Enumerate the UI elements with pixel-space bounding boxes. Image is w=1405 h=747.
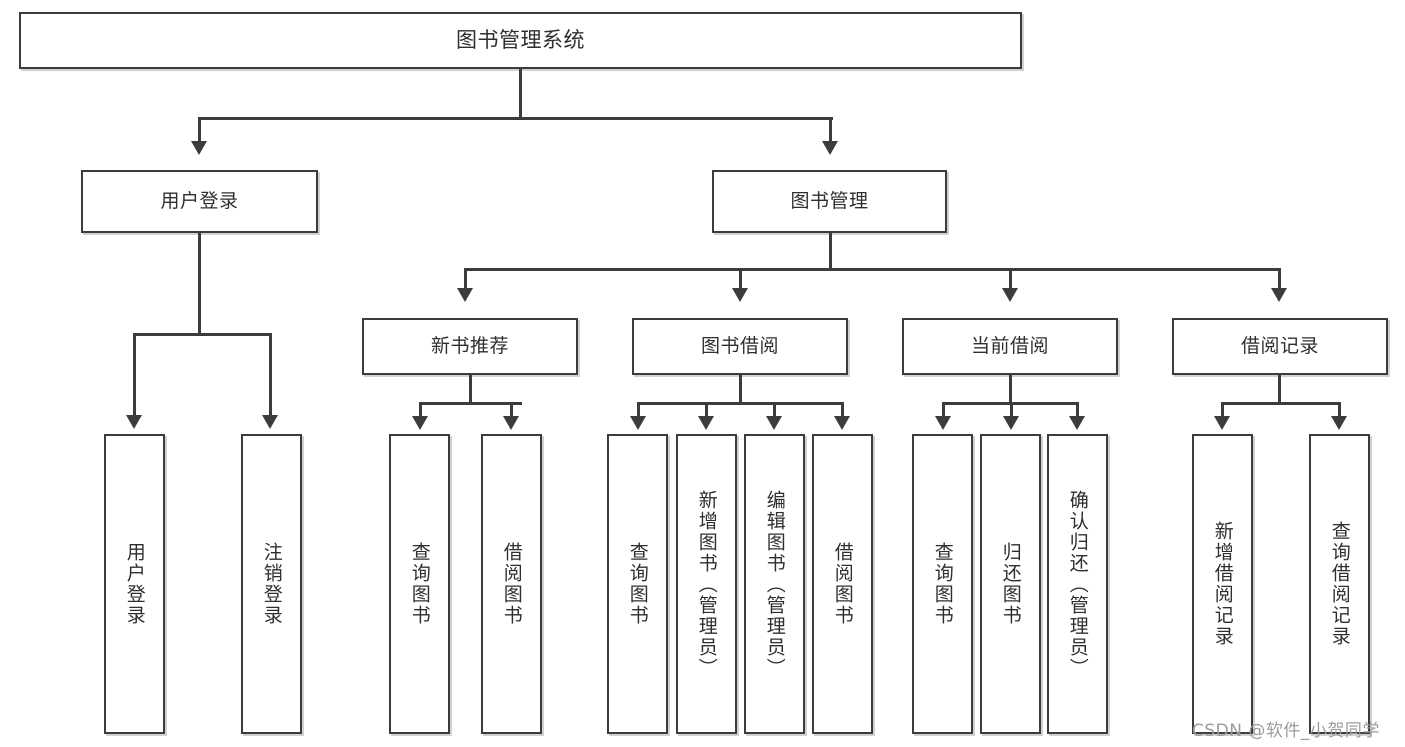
node-label: 借阅图书 <box>500 542 523 626</box>
node-label: 当前借阅 <box>970 334 1049 357</box>
node-label: 查询图书 <box>931 542 954 626</box>
arrow-to-new-book-recommend <box>457 288 473 302</box>
node-query-book-2[interactable]: 查询图书 <box>607 434 668 734</box>
node-label: 借阅记录 <box>1240 334 1319 357</box>
node-label: 确认归还（管理员） <box>1066 489 1089 679</box>
connector-br-drop-1 <box>1221 402 1224 418</box>
arrow-to-user-login-leaf <box>126 415 142 429</box>
connector-bb-stem <box>739 375 742 404</box>
connector-cb-drop-1 <box>942 402 945 418</box>
arrow-to-query-book-3 <box>935 416 951 430</box>
node-book-management[interactable]: 图书管理 <box>712 170 947 233</box>
node-logout-leaf[interactable]: 注销登录 <box>241 434 302 734</box>
connector-bm-drop-2 <box>739 268 742 290</box>
node-add-book[interactable]: 新增图书（管理员） <box>676 434 737 734</box>
node-edit-book[interactable]: 编辑图书（管理员） <box>744 434 805 734</box>
arrow-to-book-borrow <box>732 288 748 302</box>
arrow-to-confirm-return <box>1069 416 1085 430</box>
connector-user-login-bar <box>133 333 271 336</box>
connector-br-bar <box>1221 402 1340 405</box>
node-label: 图书借阅 <box>700 334 779 357</box>
arrow-to-return-book <box>1003 416 1019 430</box>
connector-bb-drop-3 <box>773 402 776 418</box>
arrow-to-query-book-1 <box>412 416 428 430</box>
node-label: 归还图书 <box>999 542 1022 626</box>
node-query-borrow-record[interactable]: 查询借阅记录 <box>1309 434 1370 734</box>
node-label: 查询借阅记录 <box>1328 521 1351 647</box>
connector-bb-drop-2 <box>705 402 708 418</box>
connector-cb-drop-3 <box>1076 402 1079 418</box>
arrow-to-current-borrow <box>1002 288 1018 302</box>
arrow-to-borrow-book-1 <box>503 416 519 430</box>
connector-bb-drop-4 <box>841 402 844 418</box>
connector-book-management-stem <box>829 233 832 270</box>
csdn-watermark: CSDN @软件_小贺同学 <box>1192 721 1380 741</box>
node-label: 图书管理系统 <box>456 28 585 53</box>
arrow-to-borrow-book-2 <box>834 416 850 430</box>
node-user-login-leaf[interactable]: 用户登录 <box>104 434 165 734</box>
node-label: 编辑图书（管理员） <box>763 489 786 679</box>
node-label: 用户登录 <box>123 542 146 626</box>
arrow-to-add-borrow-record <box>1214 416 1230 430</box>
connector-root-bar <box>199 117 833 120</box>
node-user-login[interactable]: 用户登录 <box>81 170 318 233</box>
node-confirm-return[interactable]: 确认归还（管理员） <box>1047 434 1108 734</box>
node-current-borrow[interactable]: 当前借阅 <box>902 318 1118 375</box>
arrow-to-add-book <box>698 416 714 430</box>
arrow-to-borrow-record <box>1271 288 1287 302</box>
node-query-book-1[interactable]: 查询图书 <box>389 434 450 734</box>
node-label: 注销登录 <box>260 542 283 626</box>
node-label: 新增图书（管理员） <box>695 489 718 679</box>
arrow-to-query-book-2 <box>630 416 646 430</box>
node-add-borrow-record[interactable]: 新增借阅记录 <box>1192 434 1253 734</box>
connector-nbr-stem <box>469 375 472 404</box>
connector-br-drop-2 <box>1338 402 1341 418</box>
connector-root-to-user-login <box>198 117 201 143</box>
arrow-to-edit-book <box>766 416 782 430</box>
node-return-book[interactable]: 归还图书 <box>980 434 1041 734</box>
connector-bm-drop-4 <box>1278 268 1281 290</box>
connector-user-login-drop-1 <box>133 333 136 417</box>
node-root-system[interactable]: 图书管理系统 <box>19 12 1022 69</box>
arrow-to-query-borrow-record <box>1331 416 1347 430</box>
connector-user-login-stem <box>198 233 201 335</box>
node-book-borrow[interactable]: 图书借阅 <box>632 318 848 375</box>
node-label: 图书管理 <box>790 189 869 212</box>
connector-bm-drop-1 <box>464 268 467 290</box>
connector-nbr-drop-1 <box>419 402 422 418</box>
connector-bb-bar <box>637 402 844 405</box>
connector-book-management-bar <box>464 268 1281 271</box>
connector-nbr-bar <box>419 402 522 405</box>
connector-root-to-book-management <box>829 117 832 143</box>
node-borrow-book-1[interactable]: 借阅图书 <box>481 434 542 734</box>
node-borrow-record[interactable]: 借阅记录 <box>1172 318 1388 375</box>
node-label: 用户登录 <box>160 189 239 212</box>
connector-nbr-drop-2 <box>510 402 513 418</box>
node-new-book-recommend[interactable]: 新书推荐 <box>362 318 578 375</box>
connector-user-login-drop-2 <box>269 333 272 417</box>
arrow-to-logout-leaf <box>262 415 278 429</box>
node-label: 查询图书 <box>626 542 649 626</box>
node-borrow-book-2[interactable]: 借阅图书 <box>812 434 873 734</box>
arrow-root-to-book-management <box>822 141 838 155</box>
node-label: 借阅图书 <box>831 542 854 626</box>
connector-bm-drop-3 <box>1009 268 1012 290</box>
connector-bb-drop-1 <box>637 402 640 418</box>
connector-cb-drop-2 <box>1010 402 1013 418</box>
arrow-root-to-user-login <box>191 141 207 155</box>
node-label: 新增借阅记录 <box>1211 521 1234 647</box>
connector-br-stem <box>1278 375 1281 404</box>
connector-cb-stem <box>1009 375 1012 404</box>
node-label: 新书推荐 <box>430 334 509 357</box>
connector-root-stem <box>519 69 522 119</box>
node-query-book-3[interactable]: 查询图书 <box>912 434 973 734</box>
node-label: 查询图书 <box>408 542 431 626</box>
